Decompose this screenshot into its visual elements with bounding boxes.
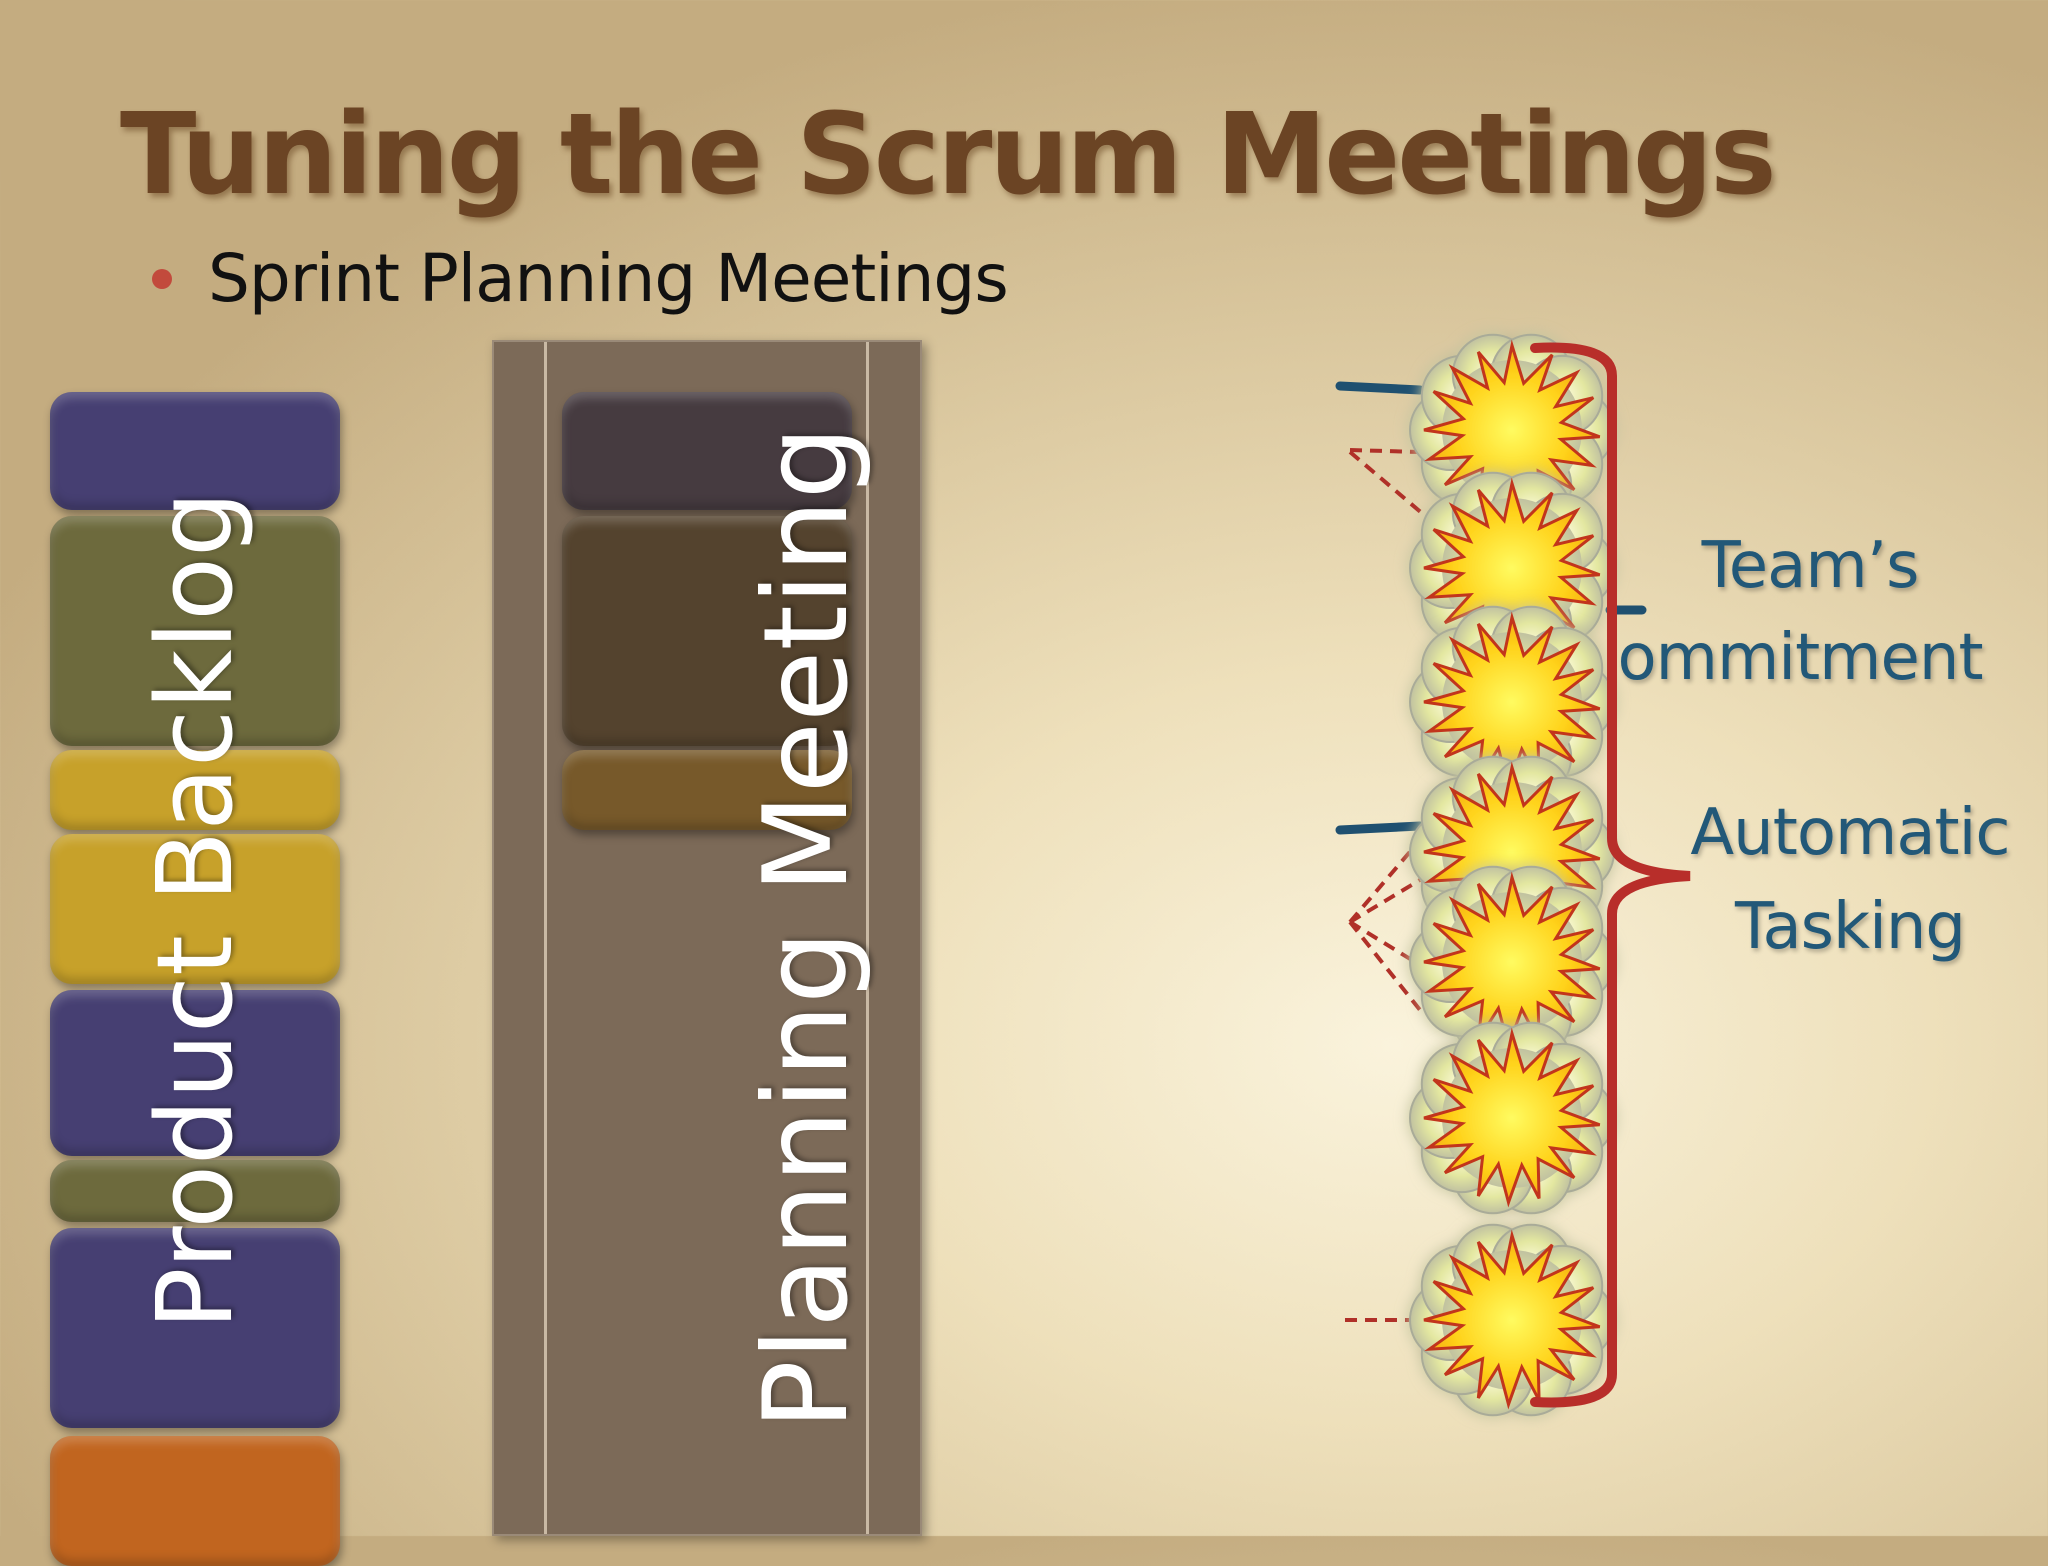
backlog-item [50, 1228, 340, 1428]
automatic-tasking-line1: Automatic [1690, 796, 2010, 870]
task-burst-icon [1409, 333, 1615, 527]
planning-item [562, 392, 852, 510]
automatic-tasking-label: Automatic Tasking [1660, 786, 2040, 974]
backlog-item [50, 750, 340, 830]
task-bursts [1409, 333, 1615, 1417]
planning-item [562, 516, 852, 746]
bullet-item: Sprint Planning Meetings [152, 240, 1009, 317]
team-commitment-label: Team’s ommitment [1560, 520, 2040, 704]
backlog-item [50, 516, 340, 746]
brace-icon [1530, 342, 1691, 1408]
backlog-item [50, 990, 340, 1156]
connector-lines [1335, 381, 1647, 1322]
panel-divider [544, 342, 547, 1534]
task-burst-icon [1409, 605, 1615, 799]
backlog-item [50, 1160, 340, 1222]
team-commitment-line1: Team’s [1701, 529, 1920, 603]
backlog-item [50, 834, 340, 984]
planning-item [562, 750, 852, 830]
bullet-dot-icon [152, 268, 172, 289]
task-burst-icon [1409, 1223, 1615, 1417]
slide-title: Tuning the Scrum Meetings [120, 90, 1777, 220]
backlog-item [50, 392, 340, 510]
task-burst-icon [1409, 1021, 1615, 1215]
automatic-tasking-line2: Tasking [1734, 890, 1966, 964]
bullet-text: Sprint Planning Meetings [208, 240, 1009, 317]
team-commitment-line2: ommitment [1617, 621, 1983, 695]
panel-divider [866, 342, 869, 1534]
